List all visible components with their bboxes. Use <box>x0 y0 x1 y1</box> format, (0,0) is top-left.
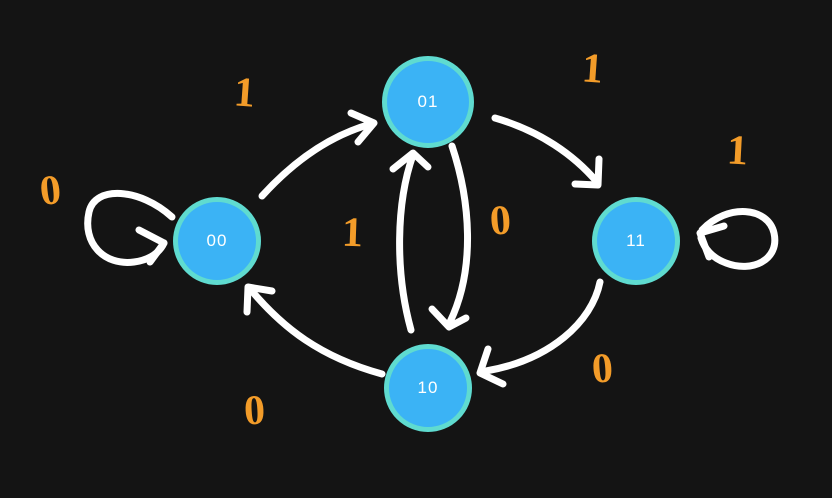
label-01-to-10: 0 <box>488 197 513 245</box>
label-10-to-01: 1 <box>341 209 364 257</box>
state-node-10-label: 10 <box>417 378 439 397</box>
state-node-00-label: 00 <box>206 231 228 250</box>
edge-10-to-01 <box>396 151 417 334</box>
edge-10-to-00 <box>247 286 386 378</box>
edge-11-to-11-arrowhead <box>696 222 728 261</box>
label-10-to-00: 0 <box>242 387 267 435</box>
edge-10-to-00-arrowhead <box>243 283 276 316</box>
state-node-11[interactable]: 11 <box>592 197 680 285</box>
label-00-self: 0 <box>37 167 64 215</box>
label-00-to-01: 1 <box>232 69 257 117</box>
edge-11-to-10 <box>482 278 604 375</box>
edge-00-to-00-arrowhead <box>135 226 168 266</box>
state-node-11-label: 11 <box>626 231 646 250</box>
label-01-to-11: 1 <box>580 45 605 93</box>
edge-01-to-11-arrowhead <box>571 155 603 189</box>
edge-01-to-11 <box>491 114 601 186</box>
state-node-00[interactable]: 00 <box>173 197 261 285</box>
edge-10-to-01-arrowhead <box>389 149 432 173</box>
edge-01-to-10 <box>446 142 471 326</box>
state-node-01[interactable]: 01 <box>382 56 474 148</box>
state-node-10[interactable]: 10 <box>384 344 472 432</box>
label-11-self: 1 <box>725 127 750 175</box>
edge-00-to-01-arrowhead <box>347 109 378 146</box>
state-node-01-label: 01 <box>417 92 439 111</box>
label-11-to-10: 0 <box>590 345 615 393</box>
edge-11-to-11 <box>697 208 779 270</box>
edge-00-to-01 <box>258 120 375 200</box>
edge-11-to-10-arrowhead <box>476 345 507 388</box>
edge-01-to-10-arrowhead <box>428 305 470 331</box>
